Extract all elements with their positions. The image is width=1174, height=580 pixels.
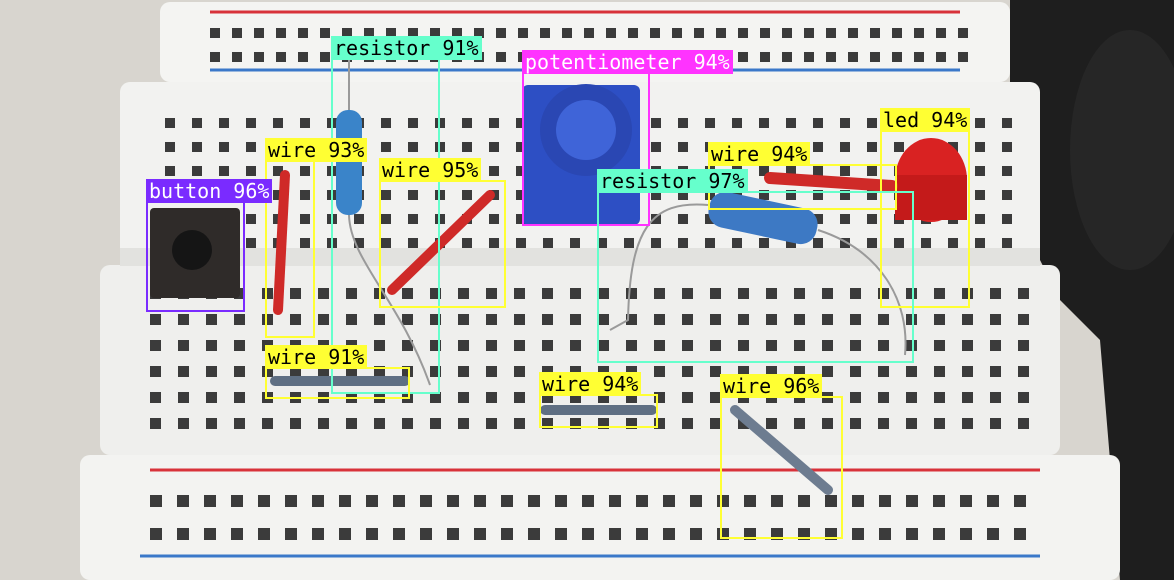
led-detection-label: led 94%: [880, 108, 971, 132]
wire-detection-box: wire 94%: [708, 142, 897, 210]
wire-detection-box: wire 95%: [379, 158, 506, 308]
potentiometer-detection-label: potentiometer 94%: [522, 50, 733, 74]
button-detection-box: button 96%: [146, 179, 273, 312]
wire-detection-box: wire 94%: [539, 372, 658, 428]
potentiometer-detection-box: potentiometer 94%: [522, 50, 733, 226]
wire-detection-box: wire 93%: [265, 138, 368, 338]
resistor-detection-box: resistor 91%: [331, 36, 482, 394]
resistor-detection-label: resistor 91%: [331, 36, 482, 60]
button-detection-label: button 96%: [146, 179, 273, 203]
wire-detection-label: wire 91%: [265, 345, 368, 369]
wire-detection-label: wire 93%: [265, 138, 368, 162]
wire-detection-box: wire 91%: [265, 345, 410, 399]
wire-detection-label: wire 94%: [539, 372, 642, 396]
resistor-detection-label: resistor 97%: [597, 169, 748, 193]
wire-detection-label: wire 94%: [708, 142, 811, 166]
resistor-detection-box: resistor 97%: [597, 169, 914, 363]
led-detection-box: led 94%: [880, 108, 971, 308]
wire-detection-label: wire 96%: [720, 374, 823, 398]
wire-detection-box: wire 96%: [720, 374, 843, 539]
wire-detection-label: wire 95%: [379, 158, 482, 182]
